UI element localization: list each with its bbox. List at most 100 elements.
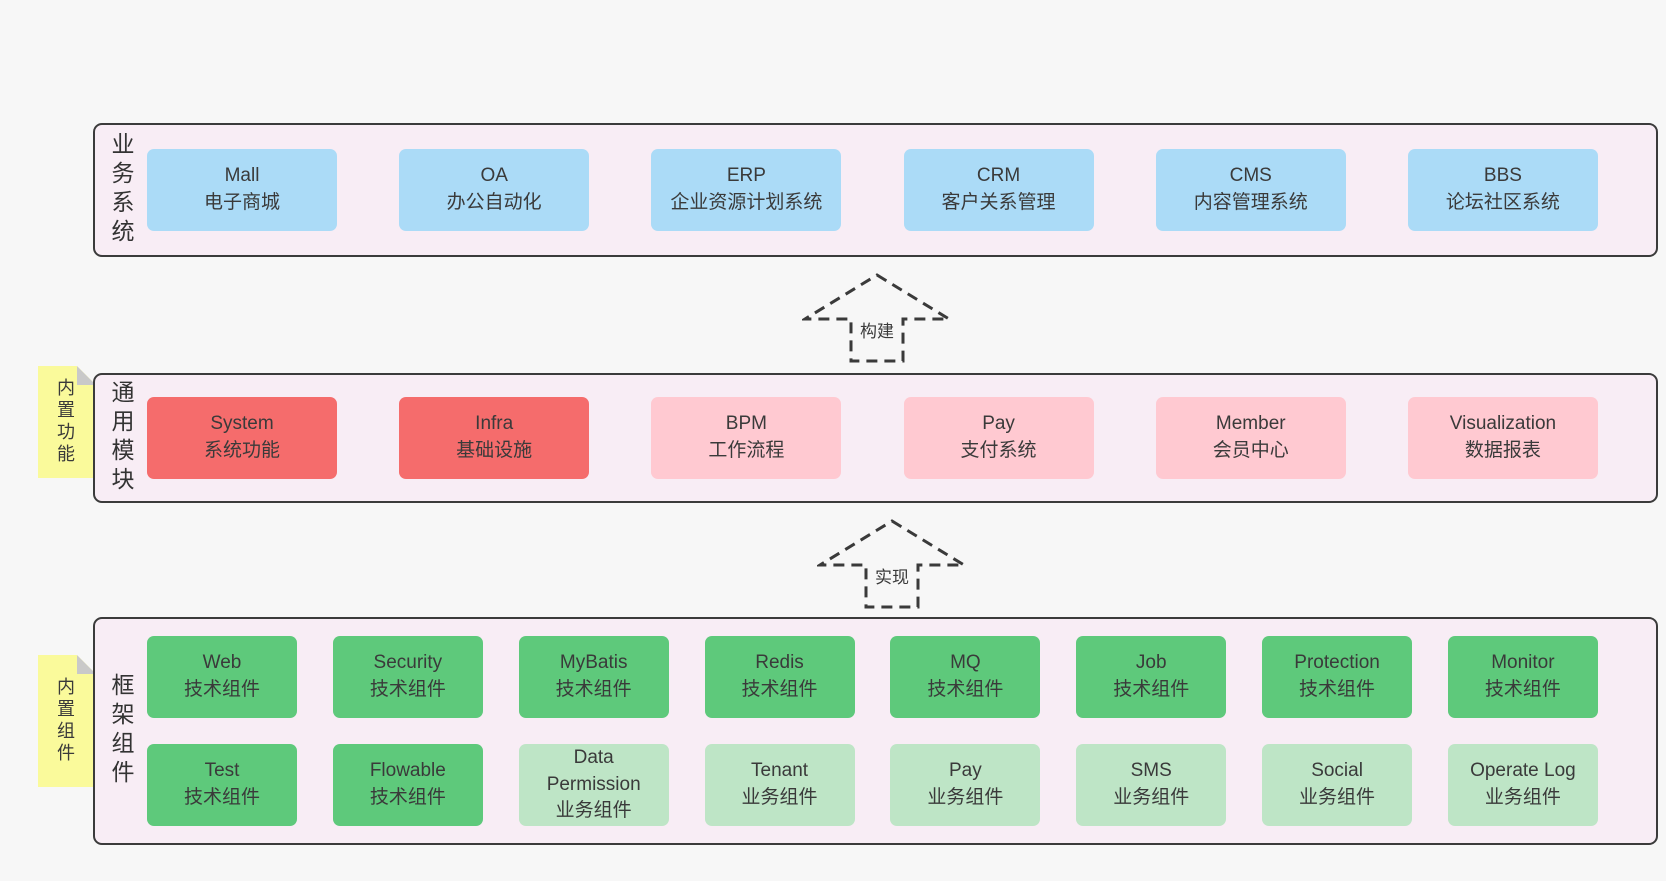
layer-label-framework-components: 框架组件 bbox=[108, 673, 134, 789]
box-title: CMS bbox=[1229, 165, 1272, 187]
box-subtitle: 企业资源计划系统 bbox=[670, 192, 823, 213]
sticky-built-in-functions-label: 内置功能 bbox=[55, 378, 75, 466]
layer-business-systems: 业务系统 Mall 电子商城 OA 办公自动化 ERP 企业资源计划系统 CRM… bbox=[93, 123, 1658, 257]
component-box-tenant: Tenant 业务组件 bbox=[704, 744, 855, 826]
component-box-flowable: Flowable 技术组件 bbox=[332, 744, 483, 826]
box-title: Mall bbox=[224, 165, 260, 187]
business-box-oa: OA 办公自动化 bbox=[399, 149, 590, 231]
box-title: Monitor bbox=[1491, 652, 1555, 674]
box-subtitle: 技术组件 bbox=[555, 679, 632, 700]
business-box-crm: CRM 客户关系管理 bbox=[903, 149, 1094, 231]
box-subtitle: 会员中心 bbox=[1212, 440, 1289, 461]
component-box-web: Web 技术组件 bbox=[147, 636, 297, 718]
box-title: SMS bbox=[1130, 760, 1172, 782]
component-box-protection: Protection 技术组件 bbox=[1262, 636, 1413, 718]
box-title: CRM bbox=[976, 165, 1021, 187]
box-title: BPM bbox=[725, 413, 767, 435]
component-box-redis: Redis 技术组件 bbox=[704, 636, 855, 718]
box-title: Protection bbox=[1294, 652, 1380, 674]
box-subtitle: 业务组件 bbox=[1484, 787, 1561, 808]
box-subtitle: 业务组件 bbox=[1299, 787, 1376, 808]
component-box-sms: SMS 业务组件 bbox=[1076, 744, 1227, 826]
box-subtitle: 业务组件 bbox=[555, 800, 632, 822]
box-subtitle: 业务组件 bbox=[1113, 787, 1190, 808]
box-subtitle: 技术组件 bbox=[1113, 679, 1190, 700]
box-title: Operate Log bbox=[1470, 760, 1576, 782]
box-title: MQ bbox=[950, 652, 981, 674]
box-subtitle: 系统功能 bbox=[203, 440, 280, 461]
business-box-bbs: BBS 论坛社区系统 bbox=[1407, 149, 1598, 231]
box-subtitle: 技术组件 bbox=[369, 787, 446, 808]
box-subtitle: 技术组件 bbox=[183, 787, 260, 808]
component-box-monitor: Monitor 技术组件 bbox=[1447, 636, 1598, 718]
box-subtitle: 技术组件 bbox=[369, 679, 446, 700]
box-title: Security bbox=[373, 652, 443, 674]
box-title: ERP bbox=[726, 165, 766, 187]
business-box-erp: ERP 企业资源计划系统 bbox=[651, 149, 842, 231]
sticky-built-in-components: 内置组件 bbox=[38, 655, 96, 787]
module-box-visualization: Visualization 数据报表 bbox=[1407, 397, 1598, 479]
framework-components-row-2: Test 技术组件 Flowable 技术组件 Data Permission … bbox=[147, 744, 1598, 826]
layer-label-common-modules: 通用模块 bbox=[108, 380, 134, 496]
box-subtitle: 办公自动化 bbox=[446, 192, 542, 213]
box-title: BBS bbox=[1483, 165, 1522, 187]
build-arrow: 构建 bbox=[802, 272, 952, 364]
box-subtitle: 技术组件 bbox=[1299, 679, 1376, 700]
box-subtitle: 业务组件 bbox=[741, 787, 818, 808]
component-box-security: Security 技术组件 bbox=[332, 636, 483, 718]
box-title: Social bbox=[1311, 760, 1363, 782]
box-subtitle: 工作流程 bbox=[708, 440, 785, 461]
box-title: Test bbox=[204, 760, 240, 782]
box-title: MyBatis bbox=[559, 652, 628, 674]
box-subtitle: 论坛社区系统 bbox=[1445, 192, 1560, 213]
box-subtitle: 技术组件 bbox=[741, 679, 818, 700]
implement-arrow-label: 实现 bbox=[872, 562, 912, 589]
build-arrow-label: 构建 bbox=[857, 316, 897, 343]
component-box-test: Test 技术组件 bbox=[147, 744, 297, 826]
box-subtitle: 基础设施 bbox=[456, 440, 533, 461]
box-title: Visualization bbox=[1449, 413, 1557, 435]
common-modules-row: System 系统功能 Infra 基础设施 BPM 工作流程 Pay 支付系统… bbox=[147, 375, 1656, 501]
box-title: Tenant bbox=[751, 760, 809, 782]
up-arrow-icon bbox=[802, 273, 952, 363]
box-title: Pay bbox=[949, 760, 982, 782]
module-box-member: Member 会员中心 bbox=[1155, 397, 1346, 479]
business-systems-row: Mall 电子商城 OA 办公自动化 ERP 企业资源计划系统 CRM 客户关系… bbox=[147, 125, 1656, 255]
box-title: Infra bbox=[475, 413, 514, 435]
box-title: Pay bbox=[982, 413, 1015, 435]
box-title: Web bbox=[202, 652, 242, 674]
sticky-built-in-components-label: 内置组件 bbox=[55, 677, 75, 765]
module-box-pay: Pay 支付系统 bbox=[903, 397, 1094, 479]
implement-arrow: 实现 bbox=[817, 518, 967, 610]
framework-components-row-1: Web 技术组件 Security 技术组件 MyBatis 技术组件 Redi… bbox=[147, 636, 1598, 718]
component-box-pay: Pay 业务组件 bbox=[890, 744, 1041, 826]
component-box-mq: MQ 技术组件 bbox=[890, 636, 1041, 718]
box-subtitle: 电子商城 bbox=[203, 192, 280, 213]
box-title: Redis bbox=[755, 652, 804, 674]
box-title: OA bbox=[480, 165, 508, 187]
box-title: Job bbox=[1135, 652, 1167, 674]
box-subtitle: 内容管理系统 bbox=[1193, 192, 1308, 213]
module-box-bpm: BPM 工作流程 bbox=[651, 397, 842, 479]
component-box-data-permission: Data Permission 业务组件 bbox=[518, 744, 669, 826]
module-box-system: System 系统功能 bbox=[147, 397, 337, 479]
box-subtitle: 数据报表 bbox=[1464, 440, 1541, 461]
box-subtitle: 业务组件 bbox=[927, 787, 1004, 808]
business-box-mall: Mall 电子商城 bbox=[147, 149, 337, 231]
component-box-social: Social 业务组件 bbox=[1262, 744, 1413, 826]
box-subtitle: 支付系统 bbox=[960, 440, 1037, 461]
box-subtitle: 技术组件 bbox=[1484, 679, 1561, 700]
component-box-operate-log: Operate Log 业务组件 bbox=[1447, 744, 1598, 826]
box-title: Flowable bbox=[369, 760, 446, 782]
layer-common-modules: 通用模块 System 系统功能 Infra 基础设施 BPM 工作流程 Pay… bbox=[93, 373, 1658, 503]
layer-label-business-systems: 业务系统 bbox=[108, 132, 134, 248]
box-subtitle: 技术组件 bbox=[183, 679, 260, 700]
box-subtitle: 技术组件 bbox=[927, 679, 1004, 700]
box-title: Member bbox=[1215, 413, 1286, 435]
framework-components-grid: Web 技术组件 Security 技术组件 MyBatis 技术组件 Redi… bbox=[147, 619, 1656, 843]
component-box-job: Job 技术组件 bbox=[1076, 636, 1227, 718]
box-title: System bbox=[210, 413, 274, 435]
up-arrow-icon bbox=[817, 519, 967, 609]
component-box-mybatis: MyBatis 技术组件 bbox=[518, 636, 669, 718]
